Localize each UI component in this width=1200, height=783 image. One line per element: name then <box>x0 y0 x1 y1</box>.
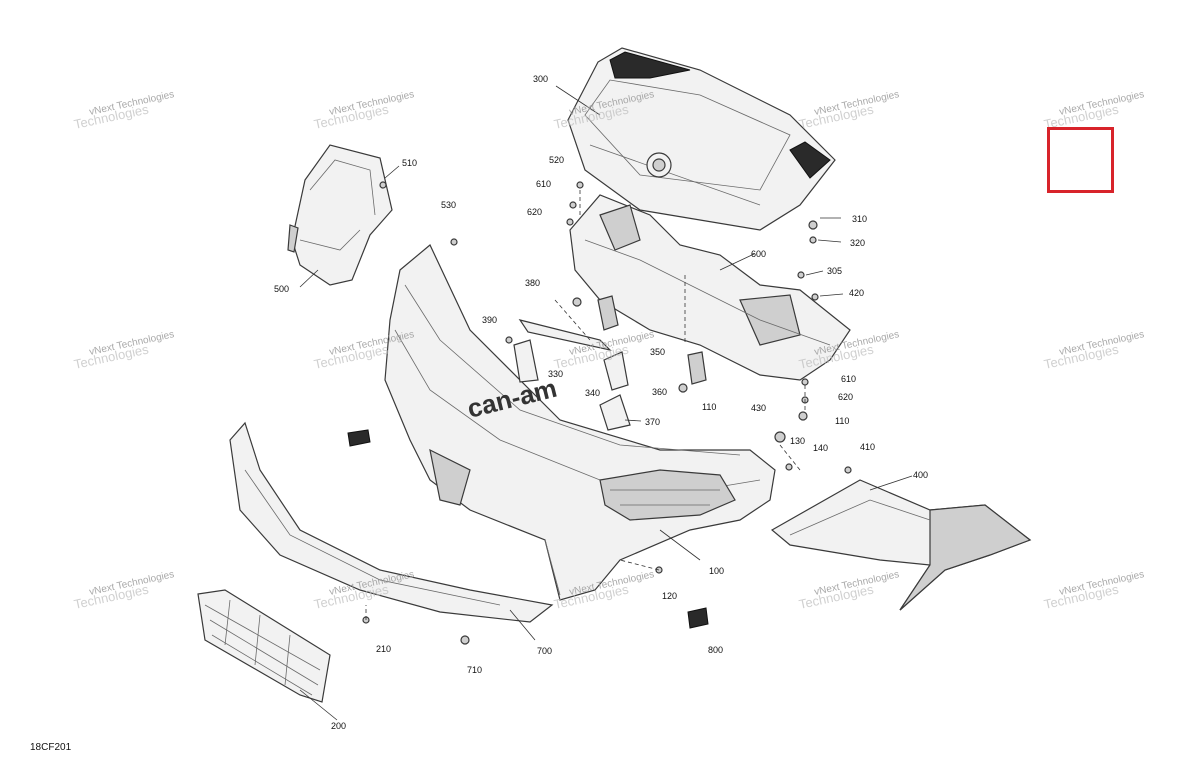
callout-200: 200 <box>331 721 346 731</box>
part-300-hood <box>567 47 836 231</box>
callout-510: 510 <box>402 158 417 168</box>
part-600-bracket-tray <box>569 194 851 385</box>
callout-360: 360 <box>652 387 667 397</box>
callout-430: 430 <box>751 403 766 413</box>
callout-300: 300 <box>533 74 548 84</box>
callout-400: 400 <box>913 470 928 480</box>
callout-380: 380 <box>525 278 540 288</box>
callout-140: 140 <box>813 443 828 453</box>
part-200-grille <box>197 589 331 703</box>
part-370-bracket <box>599 394 631 431</box>
part-800-plate <box>687 607 709 629</box>
part-400-right-panel <box>770 479 1032 611</box>
callout-130: 130 <box>790 436 805 446</box>
callout-110-right: 110 <box>835 416 849 426</box>
callout-500: 500 <box>274 284 289 294</box>
callout-600: 600 <box>751 249 766 259</box>
callout-520: 520 <box>549 155 564 165</box>
part-330-bracket <box>513 319 612 383</box>
callout-620-top: 620 <box>527 207 542 217</box>
part-340-bracket <box>603 351 629 391</box>
callout-410: 410 <box>860 442 875 452</box>
callout-610-top: 610 <box>536 179 551 189</box>
part-100-front-bumper: can-am <box>384 244 776 601</box>
callout-320: 320 <box>850 238 865 248</box>
part-left-plate <box>347 429 371 447</box>
diagram-reference-code: 18CF201 <box>30 742 72 753</box>
callout-710: 710 <box>467 665 482 675</box>
callout-labels: 300 510 530 520 610 620 310 320 600 305 … <box>274 74 928 731</box>
callout-100: 100 <box>709 566 724 576</box>
leader-lines <box>299 85 913 721</box>
callout-530: 530 <box>441 200 456 210</box>
callout-120: 120 <box>662 591 677 601</box>
callout-610-right: 610 <box>841 374 856 384</box>
callout-310: 310 <box>852 214 867 224</box>
callout-340: 340 <box>585 388 600 398</box>
callout-370: 370 <box>645 417 660 427</box>
highlight-box <box>1047 127 1114 193</box>
part-500-left-panel <box>287 144 393 286</box>
callout-210: 210 <box>376 644 391 654</box>
callout-350: 350 <box>650 347 665 357</box>
callout-390: 390 <box>482 315 497 325</box>
callout-330: 330 <box>548 369 563 379</box>
callout-800: 800 <box>708 645 723 655</box>
part-700-lower-trim <box>229 421 554 623</box>
callout-305: 305 <box>827 266 842 276</box>
callout-620-right: 620 <box>838 392 853 402</box>
callout-420: 420 <box>849 288 864 298</box>
callout-110-left: 110 <box>702 402 716 412</box>
callout-700: 700 <box>537 646 552 656</box>
fasteners <box>362 181 852 645</box>
